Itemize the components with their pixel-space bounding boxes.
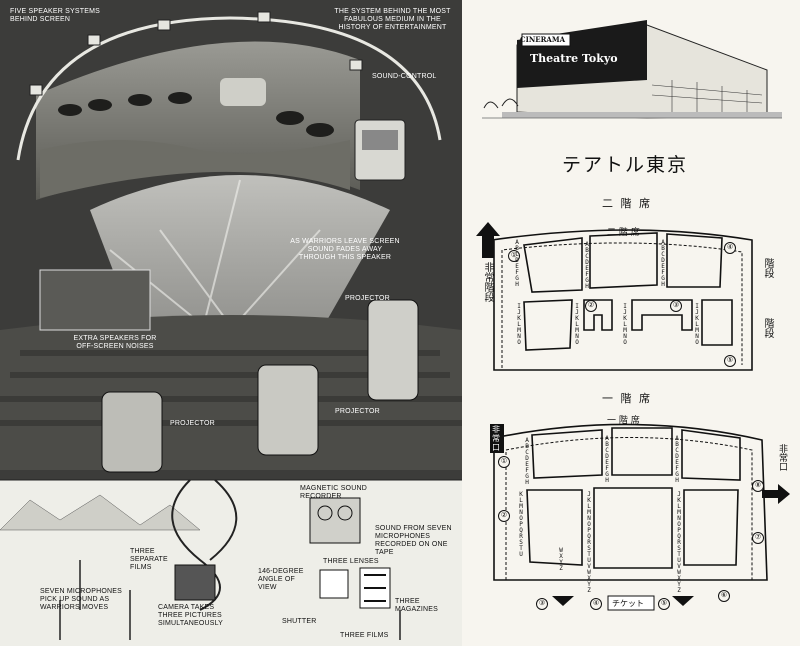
label-camera-takes: CAMERA TAKES THREE PICTURES SIMULTANEOUS…: [158, 604, 224, 627]
floor1-plan: [493, 423, 768, 581]
label-three-magazines: THREE MAGAZINES: [395, 598, 439, 613]
floor1-rows-center-upper: ABCDEFGH: [605, 435, 609, 484]
floor1-num-3: ③: [536, 598, 548, 610]
emergency-stairs-label: 非常階段: [482, 262, 493, 302]
label-shutter: SHUTTER: [282, 618, 317, 625]
label-projector-left: PROJECTOR: [170, 420, 215, 427]
floor1-num-1: ①: [498, 456, 510, 468]
projector-booth-left: [101, 391, 163, 473]
floor1-exit-arrows: [552, 596, 694, 606]
floor1-rows-left-bottom: WXYZ: [559, 547, 563, 572]
stairs-label-bottom: 階段: [762, 318, 773, 338]
sign-theatre-tokyo: Theatre Tokyo: [530, 52, 618, 65]
floor1-rows-left-lower: KLMNOPQRSTU: [519, 491, 523, 558]
projector-booth-right: [367, 299, 419, 401]
floor1-label: 一 階 席: [607, 416, 640, 426]
speaker-boxes: [29, 11, 363, 96]
floor2-rows-right-lower: IJKLMNO: [695, 303, 699, 346]
label-projector-right: PROJECTOR: [345, 295, 390, 302]
floor2-rows-center-lower: IJKLMNO: [575, 303, 579, 346]
label-extra-speakers: EXTRA SPEAKERS FOR OFF-SCREEN NOISES: [73, 335, 157, 350]
label-magnetic-recorder: MAGNETIC SOUND RECORDER: [300, 485, 367, 500]
floor1-rows-center-lower: JKLMNOPQRSTUVWXYZ: [587, 491, 591, 594]
ticket-label: チケット: [612, 599, 644, 608]
floor1-rows-left-upper: ABCDEFGH: [525, 437, 529, 486]
floor1-rows-right-upper: ABCDEFGH: [675, 435, 679, 484]
extra-speakers-grid: [39, 269, 151, 331]
floor1-num-6: ⑥: [718, 590, 730, 602]
label-five-speakers: FIVE SPEAKER SYSTEMS BEHIND SCREEN: [10, 8, 100, 23]
magnetic-recorder: [309, 497, 361, 544]
projector-booth-middle: [257, 364, 319, 456]
camera: [174, 564, 216, 601]
floor2-rows-left-lower: IJKLMNO: [517, 303, 521, 346]
page-title: テアトル東京: [562, 154, 689, 176]
floor1-heading: 一 階 席: [602, 392, 652, 405]
floor2-num-1: ①: [508, 250, 520, 262]
cinerama-illustration: [0, 11, 462, 646]
label-sound-control: SOUND-CONTROL: [372, 73, 437, 80]
cinerama-diagram-page: FIVE SPEAKER SYSTEMS BEHIND SCREEN THE S…: [0, 0, 462, 646]
sign-cinerama: CINERAMA: [520, 35, 566, 44]
label-headline: THE SYSTEM BEHIND THE MOST FABULOUS MEDI…: [334, 8, 451, 31]
emergency-arrow-right: [762, 484, 790, 504]
floor2-plan: [491, 229, 753, 371]
label-sound-from: SOUND FROM SEVEN MICROPHONES RECORDED ON…: [375, 525, 452, 556]
label-warriors-leave: AS WARRIORS LEAVE SCREEN SOUND FADES AWA…: [290, 238, 400, 261]
emergency-exit-box: 非常口: [490, 424, 504, 453]
label-angle: 146-DEGREE ANGLE OF VIEW: [258, 568, 304, 591]
floor2-heading: 二 階 席: [602, 197, 652, 210]
floor2-rows-right-upper: ABCDEFGH: [661, 239, 665, 288]
floor2-rows-center-upper: ABCDEFGH: [585, 241, 589, 290]
label-three-films: THREE FILMS: [340, 632, 389, 639]
label-projector-middle: PROJECTOR: [335, 408, 380, 415]
lens-box: [319, 569, 349, 599]
stairs-label: 階段: [762, 258, 773, 278]
label-three-separate-films: THREE SEPARATE FILMS: [130, 548, 168, 571]
floor2-label: 二 階 席: [607, 228, 640, 238]
floor1-num-4: ④: [590, 598, 602, 610]
theatre-building: [482, 20, 782, 119]
floor1-num-2: ②: [498, 510, 510, 522]
label-three-lenses: THREE LENSES: [323, 558, 379, 565]
emergency-arrow-up: [476, 222, 500, 258]
label-seven-mics: SEVEN MICROPHONES PICK UP SOUND AS WARRI…: [40, 588, 122, 611]
floor2-rows-left-upper: ABCDEFGH: [515, 239, 519, 288]
floor1-num-7: ⑦: [752, 532, 764, 544]
floor2-rows-mid-lower: IJKLMNO: [623, 303, 627, 346]
ticket-booth: [607, 595, 655, 611]
floor1-num-8: ⑧: [752, 480, 764, 492]
emergency-exit-right-label: 非常口: [777, 444, 787, 471]
floor2-num-2: ②: [585, 300, 597, 312]
floor2-num-4: ④: [724, 242, 736, 254]
theatre-tokyo-floorplan-page: CINERAMA Theatre Tokyo テアトル東京 二 階 席 二 階 …: [462, 0, 800, 646]
floorplan-drawing: [476, 20, 790, 611]
floor1-num-5: ⑤: [658, 598, 670, 610]
floor2-num-5: ⑤: [724, 355, 736, 367]
floor1-rows-right-lower: JKLMNOPQRSTUVWXYZ: [677, 491, 681, 594]
floor2-num-3: ③: [670, 300, 682, 312]
horses-scene: [58, 78, 334, 137]
